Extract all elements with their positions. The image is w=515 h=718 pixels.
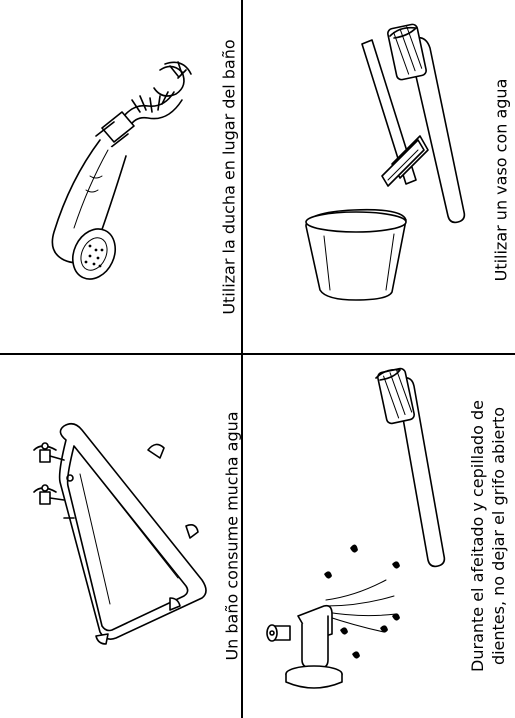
shower-head-icon (51, 61, 192, 280)
glass-toothbrush-razor-icon (305, 23, 466, 301)
shower-caption: Utilizar la ducha en lugar del baño (219, 39, 239, 315)
tap-caption: Durante el afeitado y cepillado de dient… (467, 391, 509, 681)
horizontal-divider (0, 353, 515, 355)
tap-caption-line1: Durante el afeitado y cepillado de (468, 400, 487, 672)
panel-shower: Utilizar la ducha en lugar del baño (0, 0, 242, 354)
panel-glass: Utilizar un vaso con agua (242, 0, 515, 354)
running-tap-toothbrush-icon (266, 367, 446, 689)
bathtub-caption: Un baño consume mucha agua (222, 411, 242, 661)
panel-bathtub: Un baño consume mucha agua (0, 354, 242, 718)
panel-tap: Durante el afeitado y cepillado de dient… (242, 354, 515, 718)
vertical-divider (241, 0, 243, 718)
tap-caption-line2: dientes, no dejar el grifo abierto (489, 406, 508, 666)
bathtub-icon (33, 422, 207, 645)
glass-caption: Utilizar un vaso con agua (491, 78, 511, 282)
